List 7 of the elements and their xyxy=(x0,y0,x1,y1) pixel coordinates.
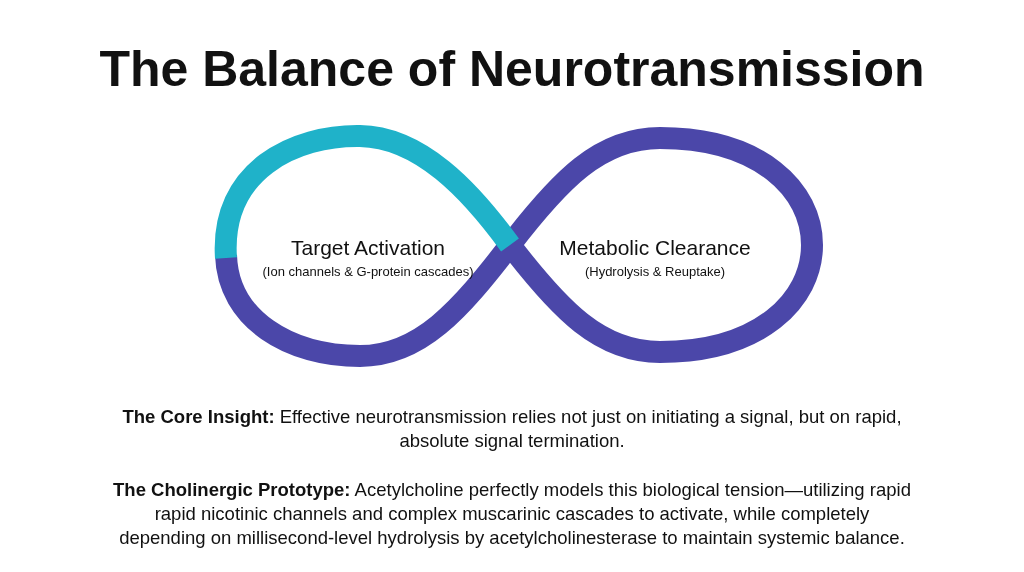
lobe-heading: Target Activation xyxy=(290,236,446,260)
paragraph: The Core Insight: Effective neurotransmission relies not just on initiating a signal, but on rapid, absolute signal termination. xyxy=(121,405,903,454)
lobe-subtitle: (Ion channels & G-protein cascades) xyxy=(262,264,474,279)
lobe-heading: Metabolic Clearance xyxy=(559,236,751,260)
paragraph: The Cholinergic Prototype: Acetylcholine perfectly models this biological tension—utilizing rapid rapid nicotinic channels and complex muscarinic cascades to activate, while completely depending on millisecond-level hydrolysis by acetylcholinesterase to maintain systemic balance. xyxy=(112,478,912,551)
title: The Balance of Neurotransmission xyxy=(98,40,926,98)
lobe-subtitle: (Hydrolysis & Reuptake) xyxy=(584,264,726,279)
